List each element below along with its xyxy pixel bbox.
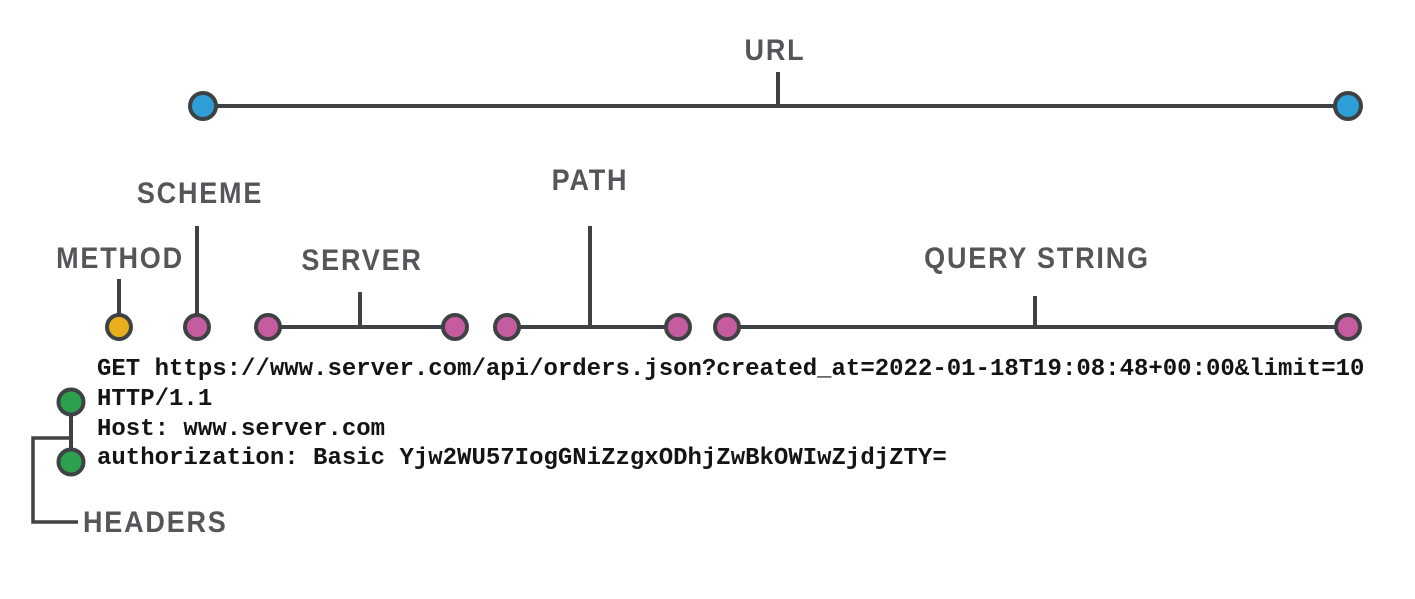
headers-label: HEADERS [83,506,228,539]
server-end-dot [441,313,469,341]
scheme-dot [183,313,211,341]
query-string-label: QUERY STRING [924,242,1150,275]
scheme-label: SCHEME [136,177,264,210]
request-line-auth-header: authorization: Basic Yjw2WU57IogGNiZzgxO… [97,445,947,472]
marker-dots [56,91,1363,477]
request-line-url: GET https://www.server.com/api/orders.js… [97,356,1365,383]
method-label: METHOD [56,242,184,275]
server-start-dot [254,313,282,341]
request-line-http-version: HTTP/1.1 [97,386,213,413]
method-dot [105,313,133,341]
header-dot-1 [56,387,86,417]
header-dot-2 [56,447,86,477]
path-start-dot [493,313,521,341]
request-line-host-header: Host: www.server.com [97,416,386,443]
query-end-dot [1334,313,1362,341]
query-start-dot [713,313,741,341]
headers-bracket [31,436,78,524]
url-start-dot [188,91,218,121]
server-label: SERVER [301,244,423,277]
path-end-dot [664,313,692,341]
path-label: PATH [551,164,629,197]
url-end-dot [1333,91,1363,121]
url-label: URL [744,34,806,67]
